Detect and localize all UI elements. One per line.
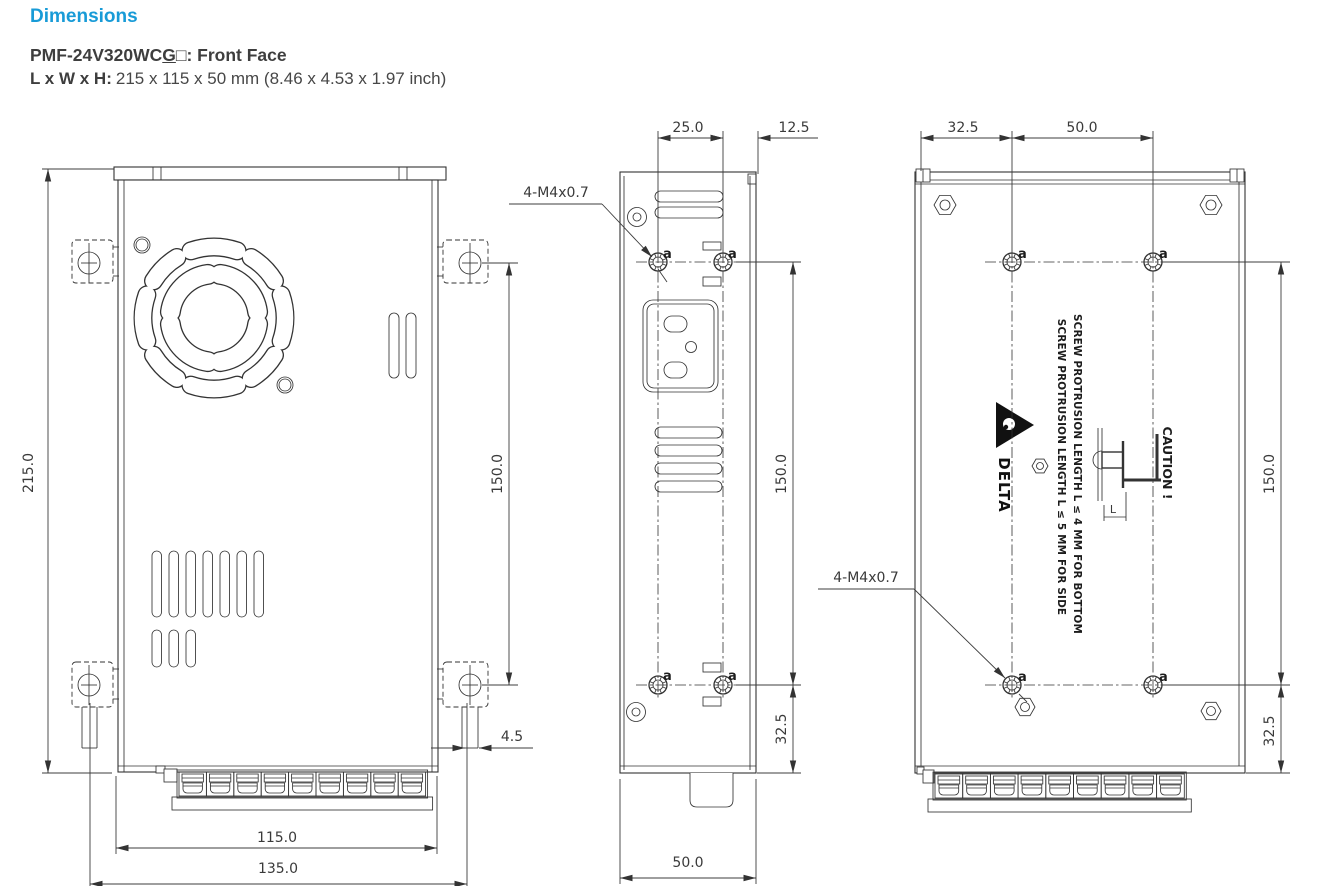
hole-label-a: a	[663, 669, 672, 684]
side-hole-span-dim: 25.0	[672, 120, 703, 136]
front-mount-width-dim: 135.0	[258, 861, 298, 877]
delta-logo: DELTA	[995, 402, 1034, 513]
side-hole-bottom-dim: 32.5	[774, 713, 790, 744]
side-cutouts	[702, 241, 722, 707]
model-heading: PMF-24V320WCG□: Front Face	[30, 45, 287, 66]
side-centerlines	[636, 252, 736, 700]
side-sheet-edges	[620, 173, 757, 770]
front-side-slots	[388, 312, 417, 379]
back-hole-span-dim: 50.0	[1066, 120, 1097, 136]
model-suffix: : Front Face	[186, 45, 287, 65]
side-chassis-body	[619, 171, 757, 774]
caution-title: CAUTION !	[1160, 427, 1175, 500]
side-dimension-lines	[509, 131, 818, 884]
back-mount-span-dim: 150.0	[1262, 454, 1278, 494]
front-body-width-dim: 115.0	[257, 830, 297, 846]
hole-label-a: a	[728, 669, 737, 684]
caution-line1: SCREW PROTRUSION LENGTH L ≤ 4 MM FOR BOT…	[1071, 314, 1083, 634]
model-prefix: PMF-24V320WC	[30, 45, 163, 65]
back-hex-nuts	[933, 195, 1223, 721]
front-bracket-offset-dim: 4.5	[501, 729, 523, 745]
page-title: Dimensions	[30, 6, 138, 27]
back-terminal-block	[916, 766, 1192, 813]
bracket-hole-targets	[77, 243, 482, 705]
side-bottom-tab	[689, 773, 734, 808]
hole-label-a: a	[728, 247, 737, 262]
hole-label-a: a	[1018, 247, 1027, 262]
caution-nut-icon	[1031, 458, 1049, 474]
side-hole-edge-dim: 12.5	[778, 120, 809, 136]
model-underlined-char: G	[162, 45, 176, 65]
front-terminal-block	[155, 765, 434, 811]
hole-label-a: a	[1159, 247, 1168, 262]
side-thread-label: 4-M4x0.7	[523, 185, 589, 201]
size-line: L x W x H:215 x 115 x 50 mm (8.46 x 4.53…	[30, 69, 446, 89]
mounting-brackets	[71, 239, 489, 749]
ac-inlet	[642, 299, 719, 393]
hole-label-a: a	[1159, 670, 1168, 685]
side-depth-dim: 50.0	[672, 855, 703, 871]
front-dimension-lines	[42, 168, 533, 886]
side-view-drawing: 25.0 12.5 4-M4x0.7 a a a a 150.0 32.5 50…	[509, 120, 818, 884]
back-centerlines	[985, 252, 1161, 700]
front-view-drawing: 215.0 150.0 4.5 115.0 135.0	[21, 166, 533, 886]
fan-grille	[133, 237, 295, 399]
size-value: 215 x 115 x 50 mm (8.46 x 4.53 x 1.97 in…	[115, 69, 447, 88]
front-mount-span-dim: 150.0	[490, 454, 506, 494]
side-corner-screws	[626, 207, 647, 722]
front-vent-slots	[151, 550, 264, 668]
back-thread-label: 4-M4x0.7	[833, 570, 899, 586]
hole-label-a: a	[663, 247, 672, 262]
model-box-glyph: □	[175, 45, 187, 65]
front-height-dim: 215.0	[21, 453, 37, 493]
front-flange-ticks	[152, 167, 408, 180]
back-hole-bottom-dim: 32.5	[1262, 715, 1278, 746]
back-view-drawing: DELTA SCREW PROTRUSION LENGTH L ≤ 4 MM F…	[818, 120, 1290, 813]
delta-logo-text: DELTA	[995, 457, 1013, 512]
back-sheet-edges	[915, 168, 1245, 767]
hole-label-a: a	[1018, 670, 1027, 685]
back-edge-to-hole-dim: 32.5	[947, 120, 978, 136]
front-top-flange	[113, 166, 447, 181]
protrusion-length-label: L	[1110, 503, 1117, 516]
side-mid-vents	[654, 426, 723, 493]
back-dimension-lines	[818, 131, 1290, 774]
screw-protrusion-diagram: L	[1092, 428, 1161, 521]
side-mount-span-dim: 150.0	[774, 454, 790, 494]
back-chassis-body	[914, 171, 1246, 774]
fan-screws	[133, 236, 294, 394]
caution-line2: SCREW PROTRUSION LENGTH L ≤ 5 MM FOR SID…	[1055, 319, 1067, 615]
size-label: L x W x H:	[30, 69, 112, 88]
front-sheet-edges	[118, 180, 438, 772]
